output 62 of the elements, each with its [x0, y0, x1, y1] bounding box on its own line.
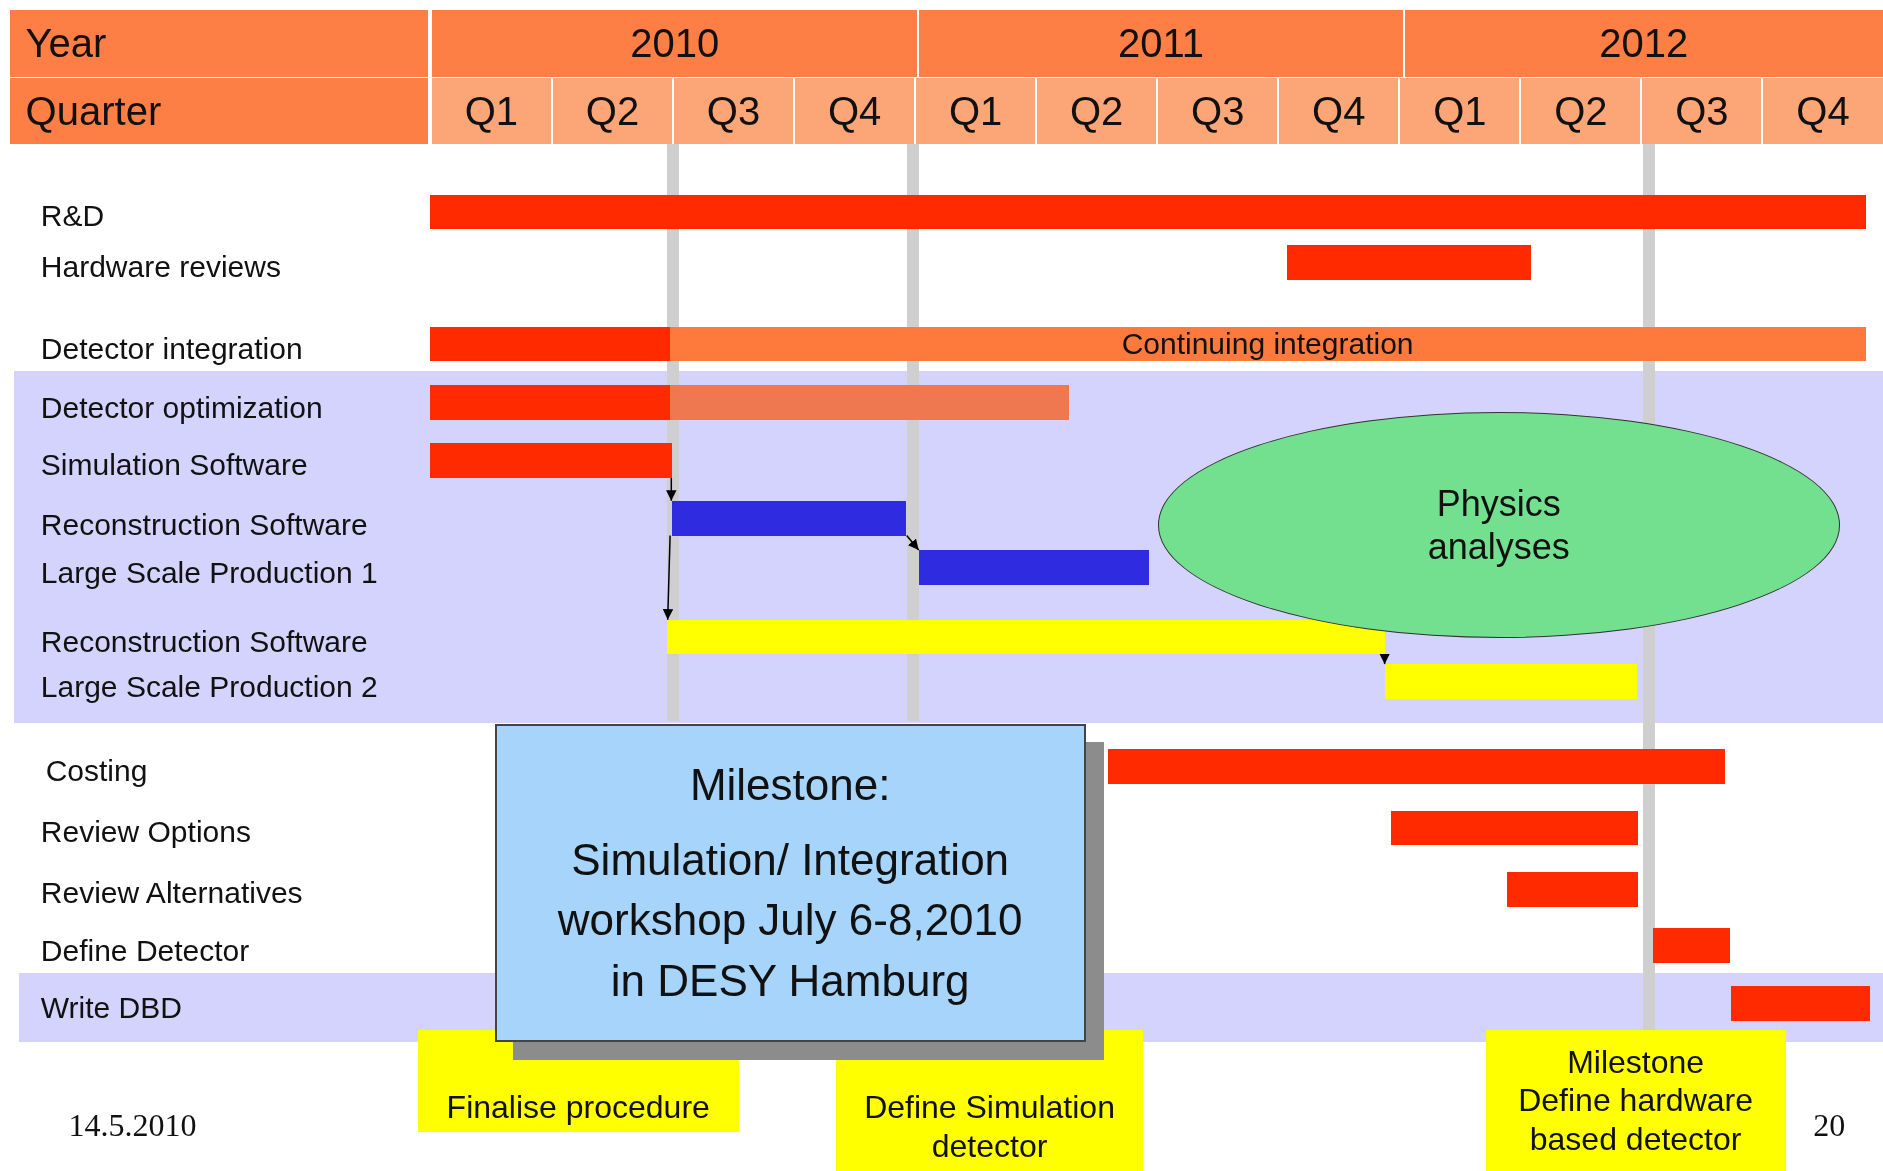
header-cell: Q1 — [431, 78, 551, 145]
milestone-note-text: Milestone — [1567, 1043, 1705, 1082]
milestone-text: Simulation/ Integration workshop July 6-8,2010 in DESY Hamburg — [556, 833, 1024, 1007]
task-label: Define Detector — [40, 934, 250, 969]
task-bar — [1385, 664, 1637, 699]
page-number: 20 — [1813, 1106, 1846, 1144]
task-bar — [429, 326, 670, 362]
task-bar — [669, 326, 1866, 362]
milestone-note — [1485, 1030, 1786, 1171]
header-cell: Q3 — [674, 78, 794, 145]
task-label: Reconstruction Software — [40, 507, 368, 542]
task-label: Review Options — [40, 815, 251, 850]
header-cell: 2011 — [919, 9, 1403, 77]
task-bar — [429, 443, 672, 478]
task-bar — [1652, 928, 1730, 964]
task-label: R&D — [40, 199, 105, 234]
task-bar — [1107, 749, 1726, 785]
header-cell: Q3 — [1642, 78, 1762, 145]
header-cell: Q4 — [1763, 78, 1883, 145]
header-cell: Q1 — [1400, 78, 1520, 145]
header-cell: 2010 — [431, 9, 918, 77]
task-bar — [1731, 985, 1871, 1021]
header-cell: Q2 — [1521, 78, 1641, 145]
header-cell: Q4 — [795, 78, 915, 145]
task-bar — [429, 385, 670, 421]
task-bar — [1507, 871, 1638, 907]
milestone-note-text: Define Simulation detector — [863, 1088, 1116, 1166]
header-cell: Q1 — [916, 78, 1036, 145]
bar-label: Continuing integration — [1121, 327, 1414, 362]
task-bar — [918, 550, 1149, 585]
header-cell: Q2 — [552, 78, 672, 145]
arrow — [666, 477, 677, 502]
task-bar — [1286, 244, 1532, 280]
task-label: Large Scale Production 1 — [40, 555, 378, 590]
task-label: Simulation Software — [40, 447, 308, 482]
task-label: Large Scale Production 2 — [40, 669, 378, 704]
header-cell: Q2 — [1037, 78, 1157, 145]
milestone-note-text: Finalise procedure — [446, 1088, 710, 1127]
milestone-heading: Milestone: — [688, 758, 892, 811]
task-bar — [429, 194, 1866, 230]
task-bar — [1391, 810, 1638, 846]
milestone-note-text: Define hardware based detector — [1517, 1081, 1754, 1159]
arrow — [1379, 653, 1390, 665]
header-cell: Q4 — [1279, 78, 1399, 145]
footer-date: 14.5.2010 — [68, 1106, 197, 1144]
task-label: Reconstruction Software — [40, 625, 368, 660]
task-bar — [672, 500, 906, 536]
task-label: Detector integration — [40, 332, 303, 367]
task-bar — [667, 619, 1385, 655]
task-label: Costing — [45, 753, 148, 788]
header-cell: Year — [9, 9, 428, 77]
header-cell: Quarter — [9, 78, 428, 145]
task-label: Write DBD — [40, 990, 182, 1025]
task-bar — [669, 385, 1070, 421]
arrow — [905, 534, 920, 551]
header-cell: Q3 — [1158, 78, 1278, 145]
arrow — [662, 534, 674, 621]
task-label: Review Alternatives — [40, 876, 303, 911]
task-label: Hardware reviews — [40, 249, 281, 284]
task-label: Detector optimization — [40, 391, 323, 426]
header-cell: 2012 — [1404, 9, 1883, 77]
ellipse-label: Physics analyses — [1426, 481, 1571, 568]
